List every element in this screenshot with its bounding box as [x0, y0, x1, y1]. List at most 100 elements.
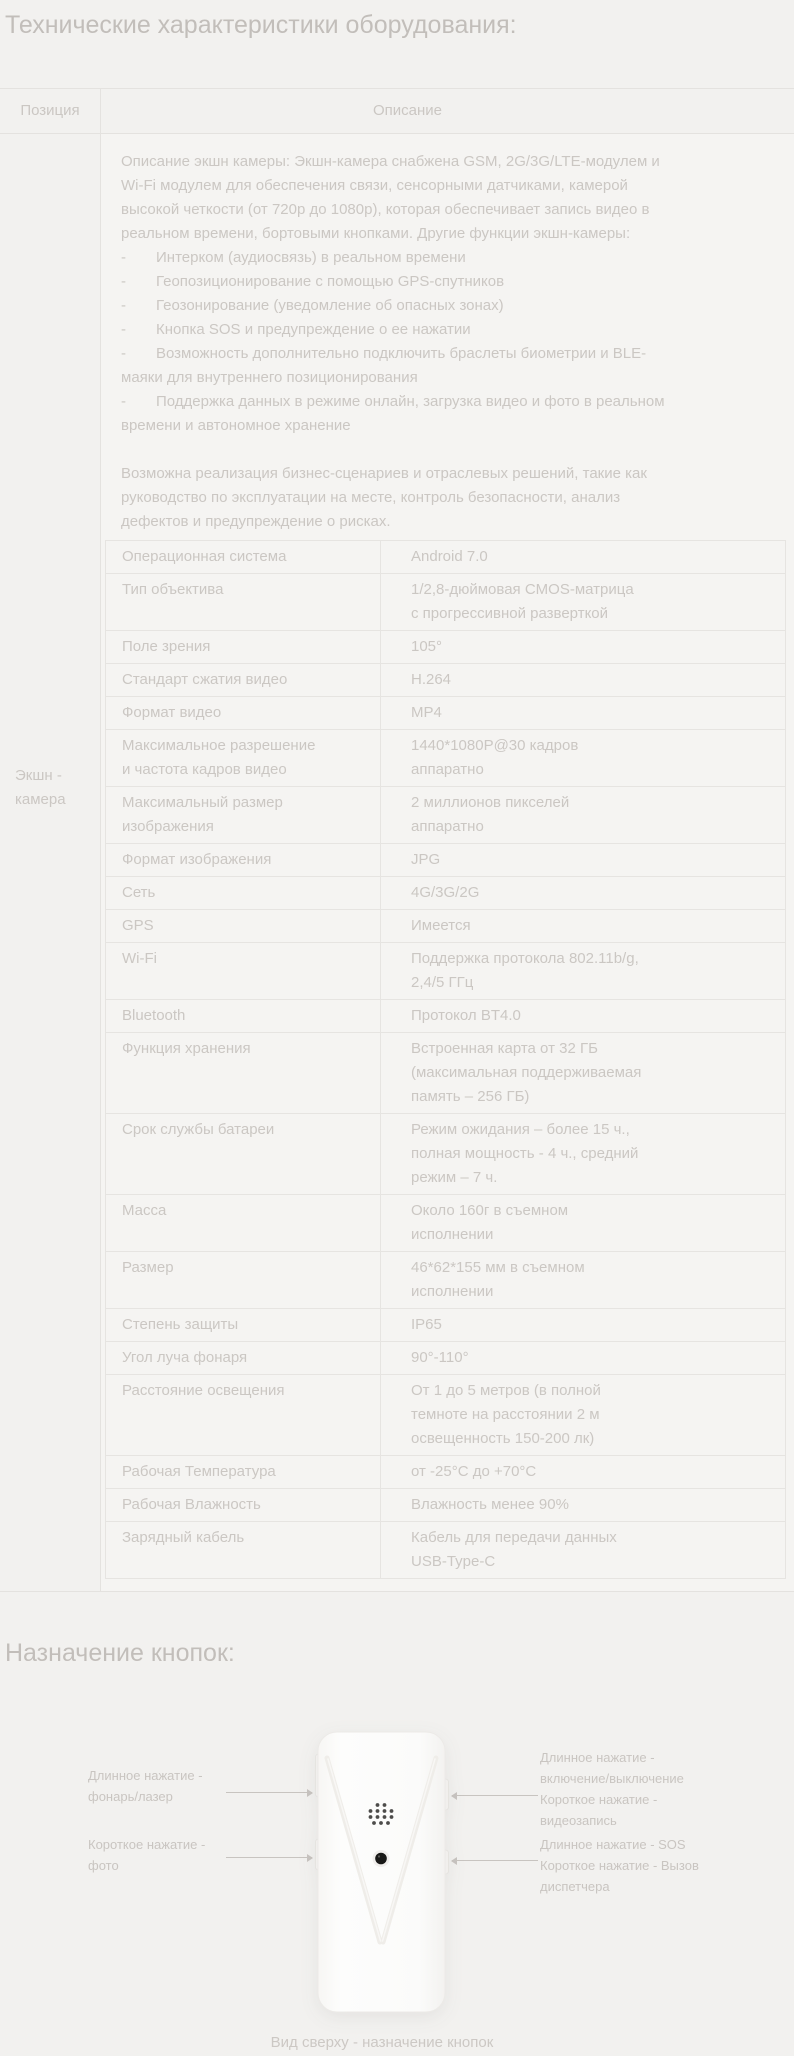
- label-short-press-photo: Короткое нажатие - фото: [88, 1837, 206, 1873]
- bullet-dash: -: [121, 345, 126, 362]
- header-position: Позиция: [0, 89, 101, 133]
- feature-text: Геозонирование (уведомление об опасных з…: [156, 297, 504, 314]
- spec-name: Сеть: [106, 877, 381, 909]
- spec-name: Максимальный размер изображения: [106, 787, 381, 843]
- feature-text: Геопозиционирование с помощью GPS-спутни…: [156, 273, 505, 290]
- spec-value: 46*62*155 мм в съемном исполнении: [411, 1259, 585, 1300]
- spec-name: Степень защиты: [106, 1309, 381, 1341]
- spec-table-body-row: Экшн - камера Описание экшн камеры: Экшн…: [0, 134, 794, 1592]
- spec-name: Формат изображения: [106, 844, 381, 876]
- spec-value: H.264: [411, 671, 452, 688]
- spec-row: Поле зрения 105°: [106, 631, 785, 664]
- feature-item: -Геопозиционирование с помощью GPS-спутн…: [121, 270, 684, 294]
- spec-value: Около 160г в съемном исполнении: [411, 1202, 569, 1243]
- body-camera-top-view-image: [315, 1731, 449, 2013]
- spec-value: 2 миллионов пикселей аппаратно: [411, 794, 570, 835]
- pointer-arrow-flashlight-button: [226, 1788, 313, 1797]
- feature-text: Поддержка данных в режиме онлайн, загруз…: [121, 393, 665, 434]
- spec-value: 1440*1080P@30 кадров аппаратно: [411, 737, 579, 778]
- spec-value: 90°-110°: [411, 1349, 469, 1366]
- description-cell: Описание экшн камеры: Экшн-камера снабже…: [101, 134, 794, 1591]
- feature-item: -Возможность дополнительно подключить бр…: [121, 342, 684, 390]
- spec-name: Операционная система: [106, 541, 381, 573]
- spec-row: Формат видео MP4: [106, 697, 785, 730]
- bullet-dash: -: [121, 321, 126, 338]
- spec-name: Максимальное разрешение и частота кадров…: [106, 730, 381, 786]
- label-sos-dispatcher-call: Длинное нажатие - SOS Короткое нажатие -…: [540, 1837, 699, 1894]
- spec-name: Угол луча фонаря: [106, 1342, 381, 1374]
- spec-name: Масса: [106, 1195, 381, 1251]
- page: Технические характеристики оборудования:…: [0, 8, 794, 2056]
- spec-value: JPG: [411, 851, 441, 868]
- feature-list: - Интерком (аудиосвязь) в реальном времен…: [101, 246, 794, 438]
- spec-name: Функция хранения: [106, 1033, 381, 1113]
- bullet-dash: -: [121, 249, 126, 266]
- spec-row: Зарядный кабель Кабель для передачи данны…: [106, 1522, 785, 1579]
- pointer-arrow-photo-button: [226, 1853, 313, 1862]
- spec-value: Влажность менее 90%: [411, 1496, 569, 1513]
- spec-value: 105°: [411, 638, 443, 655]
- spec-row: Размер 46*62*155 мм в съемном исполнении: [106, 1252, 785, 1309]
- spec-name: Стандарт сжатия видео: [106, 664, 381, 696]
- feature-text: Возможность дополнительно подключить бра…: [121, 345, 647, 386]
- spec-row: Расстояние освещения От 1 до 5 метров (в …: [106, 1375, 785, 1456]
- spec-name: GPS: [106, 910, 381, 942]
- spec-row: Срок службы батареи Режим ожидания – боле…: [106, 1114, 785, 1195]
- page-title: Технические характеристики оборудования:: [5, 11, 517, 39]
- spec-value: Режим ожидания – более 15 ч., полная мощ…: [411, 1121, 639, 1186]
- spec-row: Максимальный размер изображения 2 миллион…: [106, 787, 785, 844]
- spec-value: Протокол BT4.0: [411, 1007, 521, 1024]
- spec-name: Bluetooth: [106, 1000, 381, 1032]
- spec-table: Позиция Описание Экшн - камера Описание …: [0, 88, 794, 1592]
- spec-row: GPS Имеется: [106, 910, 785, 943]
- spec-row: Формат изображения JPG: [106, 844, 785, 877]
- feature-item: - Кнопка SOS и предупреждение о ее нажати…: [121, 318, 684, 342]
- spec-value: Имеется: [411, 917, 471, 934]
- diagram-caption: Вид сверху - назначение кнопок: [270, 2034, 494, 2051]
- spec-value: Кабель для передачи данных USB-Type-C: [411, 1529, 617, 1570]
- spec-value: MP4: [411, 704, 442, 721]
- spec-value: От 1 до 5 метров (в полной темноте на ра…: [411, 1382, 601, 1447]
- spec-value: Встроенная карта от 32 ГБ (максимальная …: [411, 1040, 642, 1105]
- spec-value: Поддержка протокола 802.11b/g, 2,4/5 ГГц: [411, 950, 639, 991]
- spec-row: Угол луча фонаря 90°-110°: [106, 1342, 785, 1375]
- spec-name: Расстояние освещения: [106, 1375, 381, 1455]
- description-intro: Описание экшн камеры: Экшн-камера снабже…: [121, 153, 660, 242]
- spec-row: Bluetooth Протокол BT4.0: [106, 1000, 785, 1033]
- spec-name: Размер: [106, 1252, 381, 1308]
- camera-lens-icon: [372, 1850, 390, 1867]
- bullet-dash: -: [121, 393, 126, 410]
- feature-item: -Поддержка данных в режиме онлайн, загру…: [121, 390, 684, 438]
- spec-row: Операционная система Android 7.0: [106, 541, 785, 574]
- spec-row: Wi-Fi Поддержка протокола 802.11b/g, 2,4/…: [106, 943, 785, 1000]
- label-long-press-flashlight-laser: Длинное нажатие - фонарь/лазер: [88, 1768, 203, 1804]
- spec-name: Wi-Fi: [106, 943, 381, 999]
- label-power-videorecord: Длинное нажатие - включение/выключение К…: [540, 1750, 684, 1828]
- spec-table-header: Позиция Описание: [0, 89, 794, 134]
- spec-name: Поле зрения: [106, 631, 381, 663]
- pointer-arrow-sos-button: [451, 1856, 538, 1865]
- position-cell: Экшн - камера: [0, 134, 101, 1591]
- spec-row: Масса Около 160г в съемном исполнении: [106, 1195, 785, 1252]
- spec-value: 1/2,8-дюймовая CMOS-матрица с прогрессив…: [411, 581, 634, 622]
- spec-value: Android 7.0: [411, 548, 488, 565]
- spec-value: IP65: [411, 1316, 442, 1333]
- device-body: [317, 1731, 446, 2013]
- speaker-grille-icon: [368, 1803, 394, 1825]
- feature-text: Интерком (аудиосвязь) в реальном времени: [156, 249, 466, 266]
- spec-row: Степень защиты IP65: [106, 1309, 785, 1342]
- feature-item: -Геозонирование (уведомление об опасных …: [121, 294, 684, 318]
- spec-name: Зарядный кабель: [106, 1522, 381, 1578]
- spec-name: Срок службы батареи: [106, 1114, 381, 1194]
- spec-name: Рабочая Температура: [106, 1456, 381, 1488]
- feature-item: - Интерком (аудиосвязь) в реальном времен…: [121, 246, 684, 270]
- buttons-section-title: Назначение кнопок:: [5, 1639, 235, 1667]
- spec-name: Формат видео: [106, 697, 381, 729]
- header-description: Описание: [372, 102, 443, 119]
- spec-name: Тип объектива: [106, 574, 381, 630]
- feature-text: Кнопка SOS и предупреждение о ее нажатии: [156, 321, 471, 338]
